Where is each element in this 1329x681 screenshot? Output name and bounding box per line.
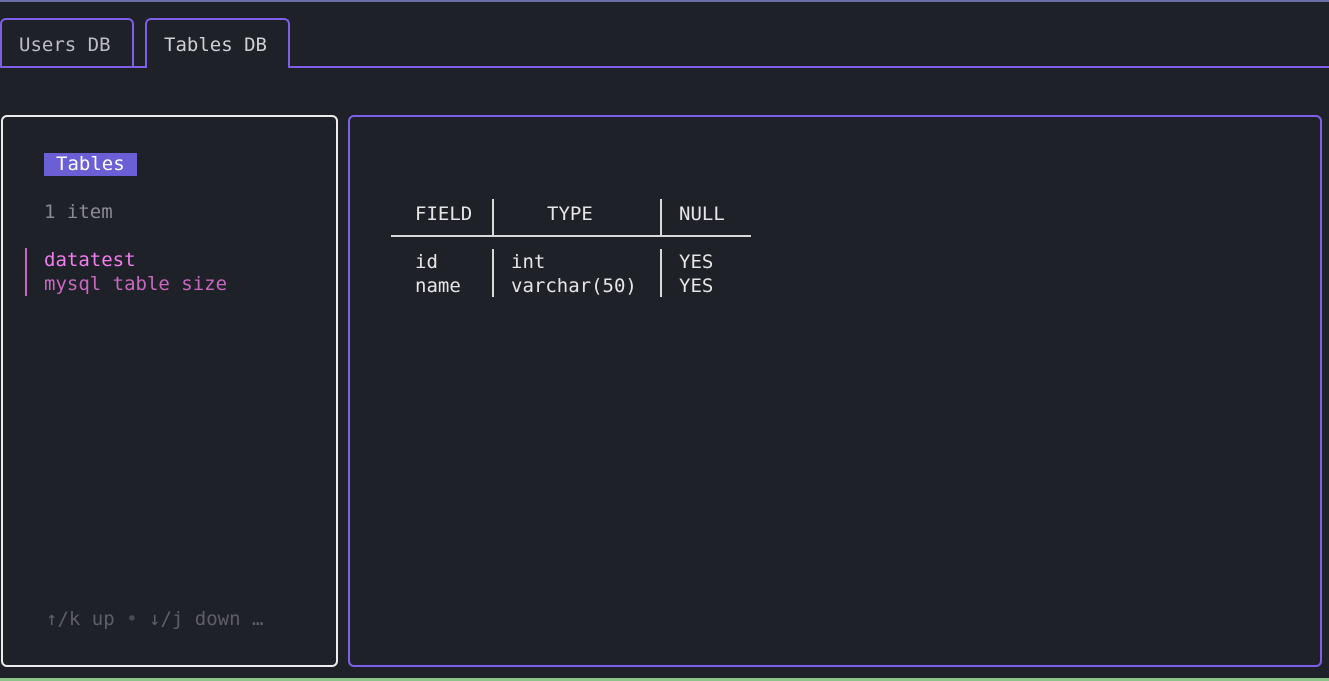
tables-list-panel[interactable]: Tables 1 item datatest mysql table size … [1, 115, 338, 667]
column-header-type: TYPE [547, 203, 593, 225]
help-separator: • [126, 608, 138, 630]
table-cell: name [415, 275, 461, 297]
column-divider [492, 199, 494, 237]
tab-bar-underline [0, 66, 147, 68]
tab-users-db[interactable]: Users DB [0, 18, 134, 68]
list-title: Tables [44, 153, 137, 176]
column-header-null: NULL [679, 203, 725, 225]
list-item-description: mysql table size [44, 273, 228, 295]
help-up: ↑/k up [46, 608, 115, 630]
column-divider [660, 249, 662, 297]
column-divider [492, 249, 494, 297]
table-schema-panel: FIELD TYPE NULL id int YES name varchar(… [348, 115, 1322, 667]
tab-tables-db[interactable]: Tables DB [145, 18, 290, 68]
help-bar: ↑/k up • ↓/j down … [46, 608, 263, 630]
table-cell: int [511, 251, 546, 273]
window-top-border [0, 0, 1329, 2]
column-divider [660, 199, 662, 237]
window-bottom-border [0, 678, 1329, 681]
tab-bar-underline-gap [134, 66, 145, 68]
schema-table: FIELD TYPE NULL id int YES name varchar(… [391, 199, 751, 299]
table-cell: id [415, 251, 438, 273]
item-count: 1 item [44, 201, 113, 223]
table-cell: YES [679, 251, 714, 273]
help-down: ↓/j down … [149, 608, 264, 630]
column-header-field: FIELD [415, 203, 473, 225]
table-cell: varchar(50) [511, 275, 637, 297]
tab-bar-underline-right [288, 66, 1329, 68]
header-divider [391, 235, 751, 237]
list-item-title: datatest [44, 249, 136, 271]
list-item-selected[interactable]: datatest mysql table size [25, 248, 227, 296]
table-cell: YES [679, 275, 714, 297]
